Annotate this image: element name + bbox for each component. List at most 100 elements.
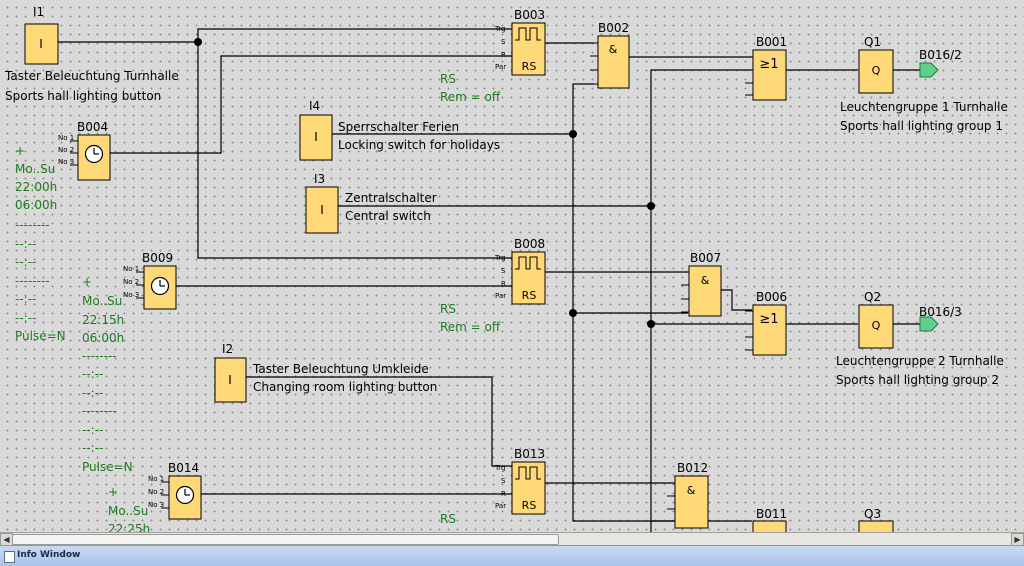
pin-label: No 1 <box>123 265 139 273</box>
param-text: 22:25h <box>108 522 150 532</box>
block-b004[interactable]: B004 No 1 No 2 No 3 + Mo..Su 22:00h 06:0… <box>15 120 111 343</box>
block-i4[interactable]: I4 I Sperrschalter Ferien Locking switch… <box>299 99 500 161</box>
block-id: B004 <box>77 120 108 134</box>
block-id: I3 <box>314 172 325 186</box>
param-text: Mo..Su <box>15 162 55 176</box>
or-symbol: ≥1 <box>759 312 778 327</box>
pin-label: R <box>501 280 506 288</box>
param-text: --:-- <box>82 441 103 455</box>
block-b012[interactable]: B012 & <box>667 461 709 529</box>
block-id: B013 <box>514 447 545 461</box>
block-id: Q2 <box>864 290 881 304</box>
block-id: Q1 <box>864 35 881 49</box>
scrollbar-thumb[interactable] <box>12 534 559 545</box>
input-symbol: I <box>39 37 43 51</box>
block-text: Zentralschalter <box>345 191 437 205</box>
block-id: B014 <box>168 461 199 475</box>
block-b011[interactable]: B011 <box>752 507 787 532</box>
param-text: 06:00h <box>82 331 124 345</box>
wire <box>246 376 512 467</box>
block-text: Central switch <box>345 209 431 223</box>
block-text: Taster Beleuchtung Umkleide <box>252 362 429 376</box>
block-i1[interactable]: I1 I Taster Beleuchtung Turnhalle Sports… <box>4 5 179 103</box>
clock-icon <box>84 144 104 164</box>
param-text: Mo..Su <box>108 504 148 518</box>
block-q1[interactable]: Q1 Q Leuchtengruppe 1 Turnhalle Sports h… <box>840 35 1008 133</box>
junction-dot <box>569 130 577 138</box>
param-text: + <box>82 275 92 289</box>
rs-symbol: RS <box>522 289 537 302</box>
block-q2[interactable]: Q2 Q Leuchtengruppe 2 Turnhalle Sports h… <box>836 290 1004 387</box>
junction-dot <box>647 320 655 328</box>
window-icon <box>4 551 15 563</box>
junction-dot <box>194 38 202 46</box>
block-b007[interactable]: B007 & <box>681 251 722 317</box>
junction-dot <box>647 202 655 210</box>
param-text: --:-- <box>82 367 103 381</box>
pin-label: Trg <box>494 254 505 262</box>
block-b003[interactable]: B003 RS Trg S R Par RS Rem = off <box>440 8 546 104</box>
wires <box>58 28 920 532</box>
connector-label: B016/3 <box>919 305 962 319</box>
param-text: Rem = off <box>440 90 501 104</box>
param-text: RS <box>440 302 456 316</box>
wire <box>721 289 752 311</box>
param-text: 06:00h <box>15 198 57 212</box>
param-text: --:-- <box>15 311 36 325</box>
block-b013[interactable]: B013 RS Trg S R Par RS <box>440 447 546 526</box>
param-text: Rem = off <box>440 320 501 334</box>
block-b001[interactable]: B001 ≥1 <box>745 35 787 101</box>
block-id: Q3 <box>864 507 881 521</box>
block-text: Changing room lighting button <box>253 380 437 394</box>
pin-label: Par <box>495 292 506 300</box>
block-id: B001 <box>756 35 787 49</box>
block-b009[interactable]: B009 No 1 No 2 No 3 + Mo..Su 22:15h 06:0… <box>82 251 177 474</box>
param-text: Pulse=N <box>82 460 133 474</box>
block-i3[interactable]: I3 I Zentralschalter Central switch <box>305 172 437 234</box>
block-text: Sports hall lighting button <box>5 89 161 103</box>
block-id: B012 <box>677 461 708 475</box>
connector-label: B016/2 <box>919 48 962 62</box>
pin-label: No 2 <box>123 278 139 286</box>
block-text: Taster Beleuchtung Turnhalle <box>4 69 179 83</box>
param-text: --:-- <box>15 292 36 306</box>
info-window-bar[interactable]: Info Window <box>0 545 1024 566</box>
block-id: I2 <box>222 342 233 356</box>
param-text: --:-- <box>15 255 36 269</box>
param-text: 22:15h <box>82 313 124 327</box>
pin-label: No 3 <box>58 158 74 166</box>
pin-label: S <box>501 267 506 275</box>
block-id: B007 <box>690 251 721 265</box>
connector-b016-3[interactable]: B016/3 <box>919 305 962 332</box>
param-text: 22:00h <box>15 180 57 194</box>
circuit-canvas[interactable]: I1 I Taster Beleuchtung Turnhalle Sports… <box>0 0 1024 532</box>
pin-label: Trg <box>494 464 505 472</box>
block-b002[interactable]: B002 & <box>590 21 630 89</box>
and-symbol: & <box>701 274 710 287</box>
block-id: B002 <box>598 21 629 35</box>
pin-label: No 3 <box>148 501 164 509</box>
block-i2[interactable]: I2 I Taster Beleuchtung Umkleide Changin… <box>214 342 437 403</box>
block-id: B009 <box>142 251 173 265</box>
rs-symbol: RS <box>522 60 537 73</box>
horizontal-scrollbar[interactable]: ◀ ▶ <box>0 532 1024 546</box>
block-b014[interactable]: B014 No 1 No 2 No 3 + Mo..Su 22:25h <box>108 461 202 532</box>
param-text: RS <box>440 72 456 86</box>
block-b008[interactable]: B008 RS Trg S R Par RS Rem = off <box>440 237 546 334</box>
connector-flag-icon <box>919 62 939 78</box>
wire <box>58 28 512 43</box>
block-id: B011 <box>756 507 787 521</box>
connector-b016-2[interactable]: B016/2 <box>919 48 962 78</box>
block-text: Sperrschalter Ferien <box>338 120 459 134</box>
param-text: -------- <box>15 218 50 232</box>
input-symbol: I <box>320 203 324 217</box>
output-symbol: Q <box>872 319 881 332</box>
block-b006[interactable]: B006 ≥1 <box>745 290 787 356</box>
clock-icon <box>150 276 170 296</box>
param-text: + <box>108 485 118 499</box>
block-text: Locking switch for holidays <box>338 138 500 152</box>
info-window-title: Info Window <box>17 550 81 560</box>
param-text: -------- <box>82 349 117 363</box>
input-symbol: I <box>314 130 318 144</box>
block-q3[interactable]: Q3 <box>858 507 894 532</box>
